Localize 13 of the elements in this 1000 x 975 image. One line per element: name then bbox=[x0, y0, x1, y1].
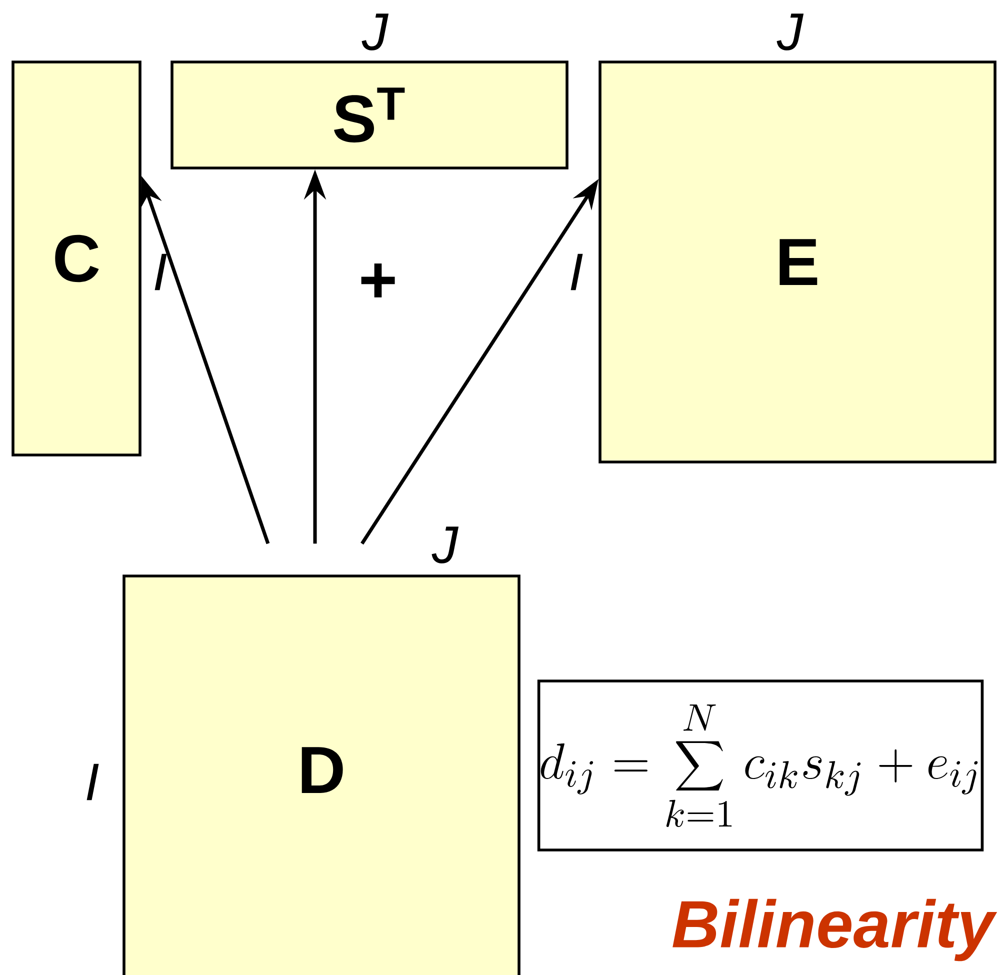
dimension-label: I bbox=[154, 254, 167, 290]
dimension-label: J bbox=[362, 14, 389, 50]
dimension-label: J bbox=[776, 14, 804, 50]
dimension-label: I bbox=[86, 764, 99, 800]
dimension-label: J bbox=[432, 526, 459, 564]
matrix-box: D bbox=[122, 574, 520, 975]
matrix-box: C bbox=[12, 60, 142, 456]
matrix-box: S$^{T}$ bbox=[170, 60, 568, 170]
dimension-label: I bbox=[570, 254, 583, 290]
matrix-box: E bbox=[598, 60, 996, 464]
caption-text: Bilinearity bbox=[672, 898, 998, 962]
plus-sign: + bbox=[361, 263, 395, 298]
formula-box: $d_{ij}=\sum_{k=1}^{N} c_{ik}s_{kj}+e_{ij}$ bbox=[537, 680, 984, 852]
